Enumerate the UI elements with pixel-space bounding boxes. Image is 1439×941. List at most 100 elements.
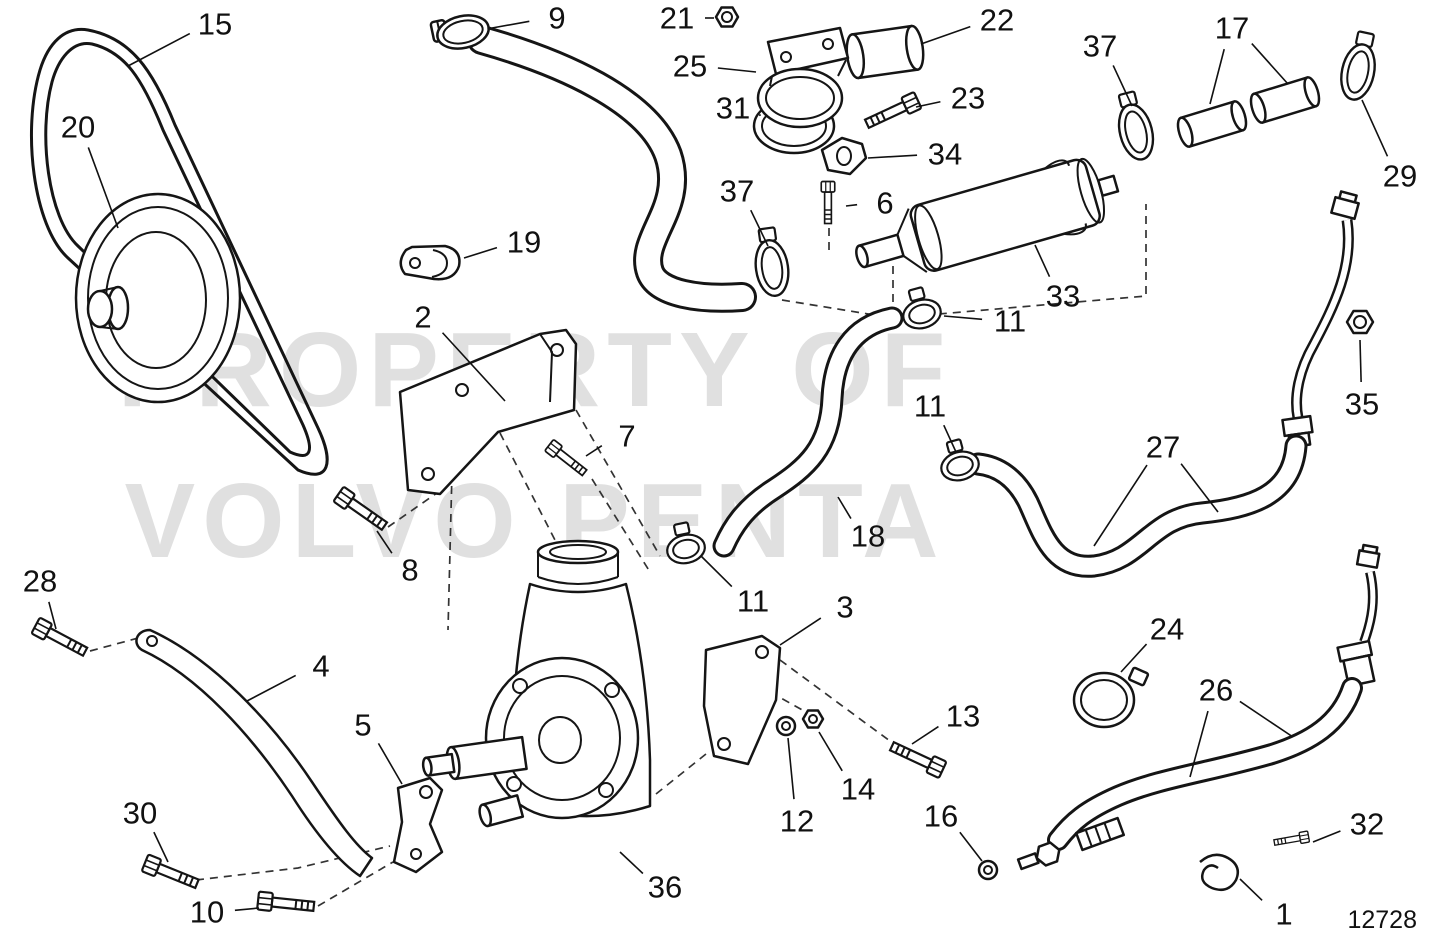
callout-26: 26 bbox=[1199, 673, 1233, 708]
callout-leader-15 bbox=[127, 32, 191, 67]
callout-23: 23 bbox=[951, 81, 985, 116]
callout-34: 34 bbox=[928, 137, 962, 172]
washer-12 bbox=[775, 715, 797, 737]
callout-31: 31 bbox=[716, 91, 750, 126]
callout-leader-24 bbox=[1120, 643, 1148, 673]
clamp-bracket-25 bbox=[752, 26, 850, 155]
callout-14: 14 bbox=[841, 772, 875, 807]
callout-12: 12 bbox=[780, 804, 814, 839]
hose-end-fitting bbox=[1016, 841, 1061, 871]
callout-leader-37-mid bbox=[750, 209, 769, 247]
bolt-13 bbox=[887, 736, 948, 780]
callout-leader-26 bbox=[1239, 700, 1294, 738]
callout-30: 30 bbox=[123, 796, 157, 831]
callout-9: 9 bbox=[548, 1, 565, 36]
pulley bbox=[74, 192, 242, 404]
callout-16: 16 bbox=[924, 799, 958, 834]
callout-5: 5 bbox=[354, 708, 371, 743]
callout-13: 13 bbox=[946, 699, 980, 734]
callout-leader-35 bbox=[1359, 339, 1362, 383]
bolt-6 bbox=[820, 180, 836, 225]
hose-clamp-29 bbox=[1335, 28, 1384, 104]
callout-leader-36 bbox=[619, 851, 644, 875]
callout-37-top: 37 bbox=[1083, 29, 1117, 64]
callout-leader-8 bbox=[376, 530, 393, 554]
callout-27: 27 bbox=[1146, 430, 1180, 465]
callout-leader-16 bbox=[959, 831, 983, 862]
callout-leader-20 bbox=[87, 147, 119, 229]
hose-clamp-9 bbox=[429, 14, 490, 50]
v-belt bbox=[29, 27, 329, 476]
nut-14 bbox=[801, 709, 825, 729]
callout-8: 8 bbox=[401, 553, 418, 588]
power-steering-pump bbox=[421, 539, 652, 828]
hose-clamp-11c bbox=[660, 518, 709, 568]
callout-leader-11-c bbox=[700, 555, 733, 588]
callout-leader-18 bbox=[837, 496, 852, 519]
callout-11-c: 11 bbox=[737, 584, 769, 619]
hose-clamp-11a bbox=[895, 282, 946, 334]
clip-1 bbox=[1199, 853, 1239, 891]
hose-clamp-37-top bbox=[1109, 88, 1160, 165]
callout-leader-22 bbox=[920, 25, 971, 45]
brace-4 bbox=[135, 628, 374, 878]
callout-25: 25 bbox=[673, 49, 707, 84]
assembly-dashed-lines bbox=[89, 204, 1147, 907]
callout-36: 36 bbox=[648, 870, 682, 905]
callout-leader-12 bbox=[787, 737, 795, 800]
callout-leader-4 bbox=[246, 674, 297, 702]
callout-leader-7 bbox=[585, 444, 603, 457]
callout-20: 20 bbox=[61, 110, 95, 145]
callout-3: 3 bbox=[836, 590, 853, 625]
sleeve-22 bbox=[845, 24, 925, 80]
callout-24: 24 bbox=[1150, 612, 1184, 647]
callout-17: 17 bbox=[1215, 11, 1249, 46]
callout-leader-26 bbox=[1189, 710, 1209, 778]
callout-10: 10 bbox=[190, 895, 224, 930]
upper-hose bbox=[467, 25, 757, 313]
bolt-30 bbox=[140, 853, 202, 894]
steel-pipe-upper bbox=[1281, 190, 1360, 449]
hose-27 bbox=[966, 434, 1308, 578]
callout-leader-19 bbox=[463, 246, 498, 259]
hose-17b bbox=[1249, 76, 1321, 124]
callout-15: 15 bbox=[198, 7, 232, 42]
callout-29: 29 bbox=[1383, 159, 1417, 194]
bolt-7 bbox=[543, 438, 590, 480]
callout-33: 33 bbox=[1046, 279, 1080, 314]
bolt-28 bbox=[30, 616, 91, 661]
callout-32: 32 bbox=[1350, 807, 1384, 842]
callout-leader-14 bbox=[818, 731, 843, 772]
hose-clamp-37-mid bbox=[749, 224, 793, 300]
callout-11-b: 11 bbox=[914, 389, 946, 424]
bracket-5 bbox=[392, 776, 444, 874]
callout-6: 6 bbox=[876, 186, 893, 221]
callout-4: 4 bbox=[312, 649, 329, 684]
callout-leader-2 bbox=[441, 332, 506, 402]
callout-leader-9 bbox=[491, 20, 530, 29]
callout-leader-27 bbox=[1093, 464, 1148, 547]
callout-11-a: 11 bbox=[994, 304, 1026, 339]
drawing-number: 12728 bbox=[1347, 906, 1417, 934]
callout-2: 2 bbox=[414, 300, 431, 335]
callout-leader-27 bbox=[1180, 463, 1219, 513]
nut-21 bbox=[714, 6, 740, 28]
bracket-2 bbox=[398, 328, 578, 496]
bracket-34 bbox=[820, 136, 868, 176]
hose-clamp-11b bbox=[933, 434, 984, 486]
callout-leader-32 bbox=[1312, 830, 1341, 843]
callout-leader-11-a bbox=[943, 315, 983, 321]
callout-35: 35 bbox=[1345, 387, 1379, 422]
nut-35 bbox=[1345, 309, 1375, 335]
oil-cooler bbox=[855, 157, 1120, 273]
callout-leader-17 bbox=[1251, 43, 1289, 85]
callout-28: 28 bbox=[23, 564, 57, 599]
callout-22: 22 bbox=[980, 3, 1014, 38]
hose-clip-19 bbox=[399, 244, 461, 281]
bracket-3 bbox=[702, 634, 782, 766]
callout-leader-10 bbox=[234, 907, 260, 912]
screw-32 bbox=[1272, 830, 1311, 849]
